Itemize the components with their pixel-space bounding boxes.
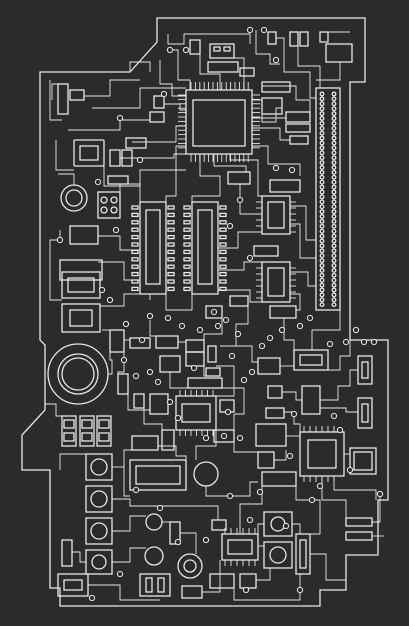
dip-chip-left [131, 201, 175, 295]
bottom-left-components [57, 453, 219, 599]
traces [45, 30, 384, 601]
vias [56, 26, 384, 602]
top-center-components [125, 31, 353, 149]
edge-connector [315, 87, 341, 311]
board-outline [21, 17, 389, 607]
center-lower-components [131, 335, 335, 482]
dip-chip-right [183, 201, 227, 295]
left-mid-components [47, 329, 151, 447]
